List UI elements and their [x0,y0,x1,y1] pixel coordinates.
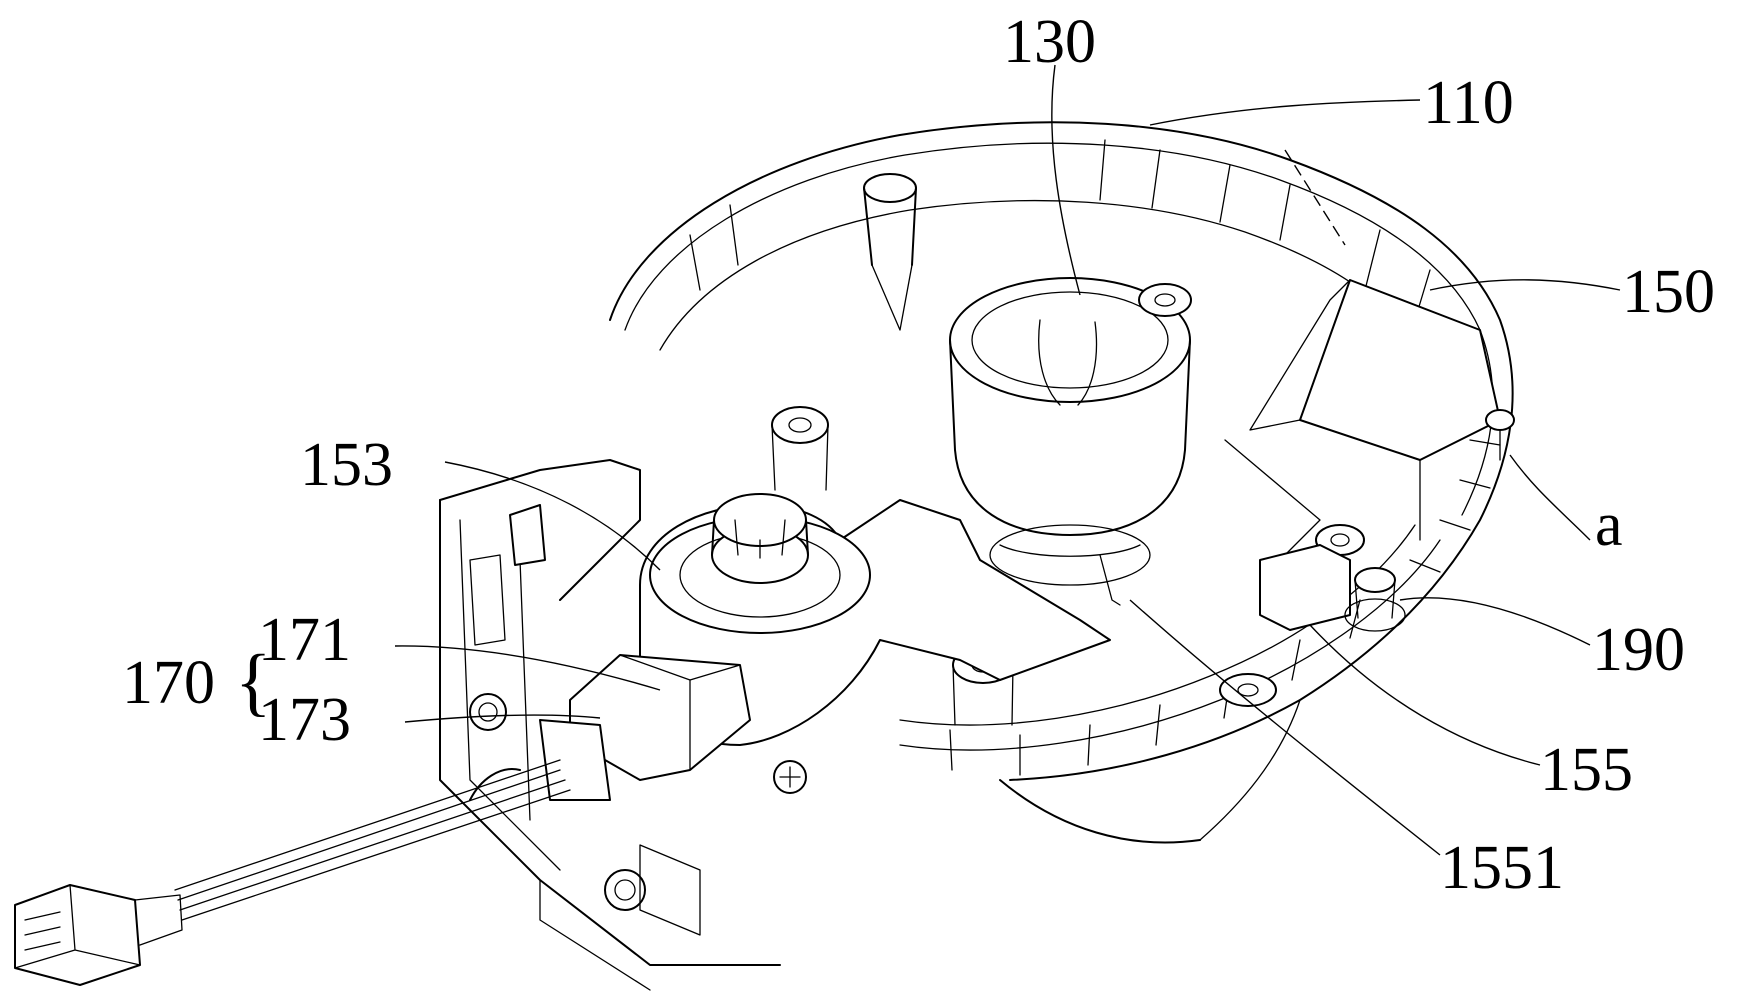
label-170: 170 [122,649,215,717]
brace: { [235,640,271,724]
reference-labels: 130 110 150 153 a 170 { 171 173 190 155 … [122,8,1715,902]
bracket-left [439,459,781,991]
label-130: 130 [1003,8,1096,76]
post [863,173,917,331]
label-173: 173 [258,686,351,754]
sensor-module-170 [539,654,807,801]
leader-lines [394,64,1621,856]
label-171: 171 [258,606,351,674]
label-155: 155 [1540,736,1633,804]
lever-assembly [639,493,1406,746]
tube-130 [949,277,1191,606]
housing-110 [609,121,1514,844]
label-150: 150 [1622,258,1715,326]
label-153: 153 [300,431,393,499]
label-1551: 1551 [1440,834,1564,902]
label-190: 190 [1592,616,1685,684]
cable-connector [14,759,571,986]
label-110: 110 [1423,69,1514,137]
arm-150 [1224,279,1515,561]
label-a: a [1595,491,1623,559]
